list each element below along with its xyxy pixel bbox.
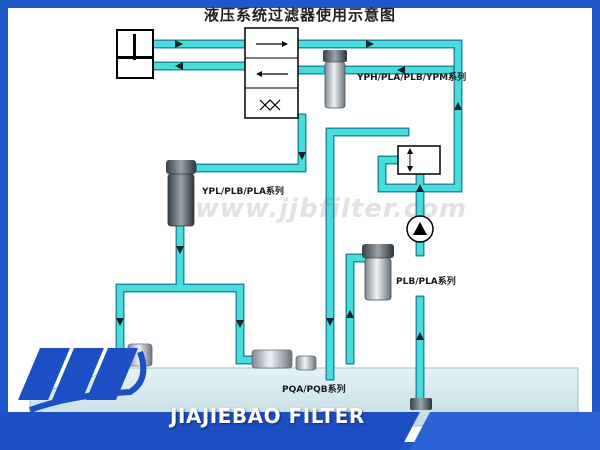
right-suction-filter <box>362 244 394 301</box>
top-pressure-filter <box>323 50 347 109</box>
watermark: www.jjbfilter.com <box>195 194 468 224</box>
actuator-block <box>116 29 154 79</box>
relief-valve <box>397 145 441 175</box>
label-right-filter: PLB/PLA系列 <box>396 277 456 287</box>
brand-banner <box>0 412 600 450</box>
directional-valve <box>244 27 299 119</box>
diagram-title: 液压系统过滤器使用示意图 <box>203 6 396 24</box>
pump <box>406 215 434 243</box>
label-top-filter: YPH/PLA/PLB/YPM系列 <box>357 73 467 83</box>
flow-arrows <box>116 40 462 340</box>
jjb-logo <box>18 348 147 413</box>
brand-name: JIAJIEBAO FILTER <box>170 404 365 428</box>
label-tank-filter: PQA/PQB系列 <box>282 385 346 395</box>
left-return-filter <box>166 160 196 227</box>
label-left-filter: YPL/PLB/PLA系列 <box>202 187 284 197</box>
